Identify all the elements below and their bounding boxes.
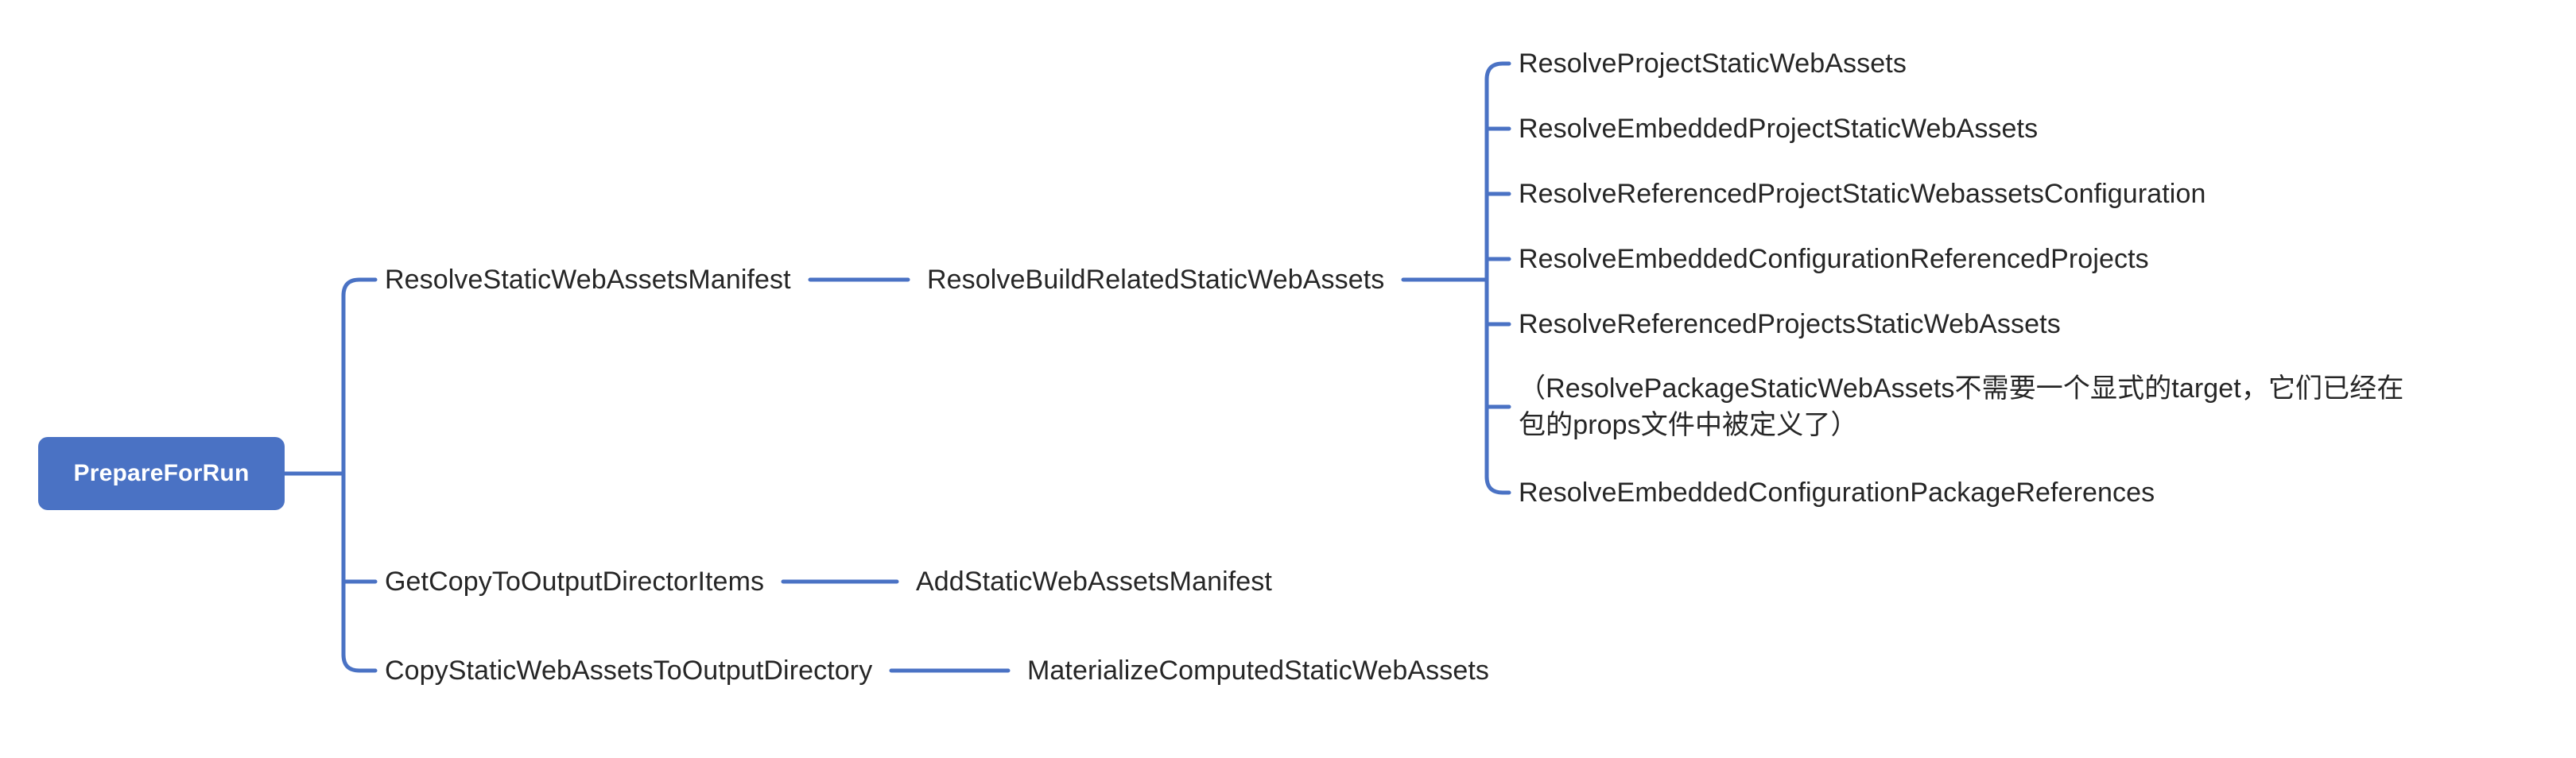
leaf-node-resolveembeddedconfigurationpackagereferences[interactable]: ResolveEmbeddedConfigurationPackageRefer… — [1519, 478, 2155, 508]
branch-node-copystaticwebassetstooutputdirectory[interactable]: CopyStaticWebAssetsToOutputDirectory — [385, 656, 873, 686]
leaf-node-resolvepackagestaticwebassets-note[interactable]: （ResolvePackageStaticWebAssets不需要一个显式的ta… — [1519, 373, 2404, 440]
child-node-resolvebuildrelatedstaticwebassets[interactable]: ResolveBuildRelatedStaticWebAssets — [927, 265, 1385, 295]
child-node-addstaticwebassetsmanifest[interactable]: AddStaticWebAssetsManifest — [916, 567, 1272, 597]
connector-edge — [1484, 474, 1511, 495]
child-node-materializecomputedstaticwebassets[interactable]: MaterializeComputedStaticWebAssets — [1027, 656, 1490, 686]
leaf-node-resolveprojectstaticwebassets[interactable]: ResolveProjectStaticWebAssets — [1519, 48, 1907, 79]
branch-node-getcopytooutputdirectoritems[interactable]: GetCopyToOutputDirectorItems — [385, 567, 765, 597]
leaf-node-resolvereferencedprojectstaticwebassetsconfiguration[interactable]: ResolveReferencedProjectStaticWebassetsC… — [1519, 179, 2206, 209]
connector-edge — [1484, 61, 1511, 82]
leaf-node-resolveembeddedconfigurationreferencedprojects[interactable]: ResolveEmbeddedConfigurationReferencedPr… — [1519, 244, 2149, 274]
leaf-node-resolvereferencedprojectsstaticwebassets[interactable]: ResolveReferencedProjectsStaticWebAssets — [1519, 309, 2061, 339]
leaf-node-resolveembeddedprojectstaticwebassets[interactable]: ResolveEmbeddedProjectStaticWebAssets — [1519, 114, 2039, 144]
root-node-prepareforrun[interactable]: PrepareForRun — [38, 437, 285, 510]
connector-edge — [341, 277, 378, 298]
branch-node-resolvestaticwebassetsmanifest[interactable]: ResolveStaticWebAssetsManifest — [385, 265, 791, 295]
connector-edge — [341, 652, 378, 673]
